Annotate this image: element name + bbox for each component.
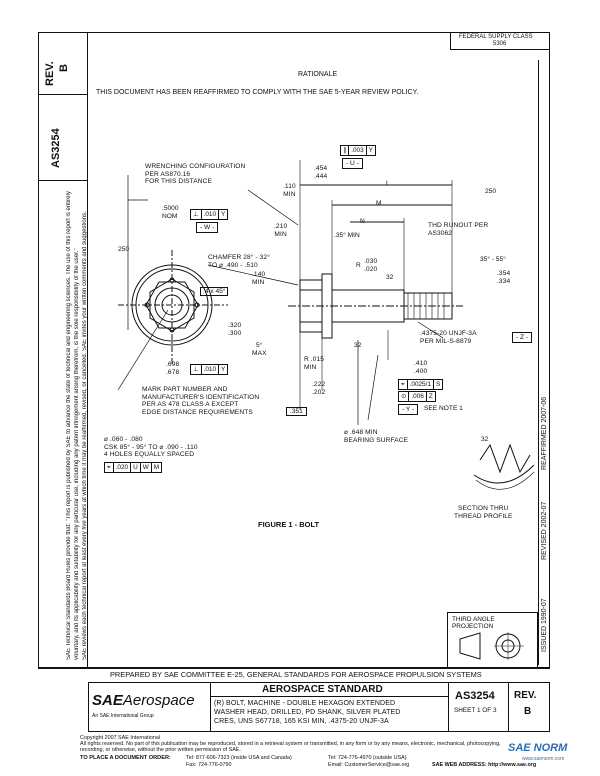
docnum-divider [38,180,88,182]
dim-454: .454.444 [314,165,328,180]
web-address: SAE WEB ADDRESS: http://www.sae.org [432,762,537,768]
dim-320: .320.300 [228,322,242,337]
datum-y: - Y - [398,404,419,415]
left-margin-column [38,32,88,668]
sae-logo: SAEAerospace [92,692,195,709]
title-rev-label: REV. [514,690,537,701]
watermark-url: www.saenorm.com [522,756,565,762]
projection-box: THIRD ANGLE PROJECTION [447,612,538,668]
angle-35-55: 35° - 55° [480,256,506,263]
rev-divider [38,94,88,96]
fax: Fax: 724-776-0790 [186,762,232,768]
dim-m: M [376,200,382,207]
dim-32: 32 [386,274,394,281]
nom-label: NOM [162,213,178,220]
deg-5-max: 5°MAX [252,342,267,357]
email: Email: CustomerService@sae.org [328,762,410,768]
bolt-drawing [117,160,535,490]
r-label: R [356,262,361,269]
chamfer-45: .4 x 45° [200,287,229,296]
datum-w: - W - [196,222,219,233]
dim-l: L [386,180,390,187]
dim-698: .698.678 [166,361,180,376]
dim-410: .410.400 [414,360,428,375]
title-doc-number: AS3254 [455,690,495,702]
watermark-logo: SAE NORM [508,742,568,754]
fsc-value: 5306 [493,41,507,47]
tel-inside: Tel: 877-606-7323 (inside USA and Canada… [186,755,292,761]
section-finish-32: 32 [481,436,489,443]
reaffirmed-date: REAFFIRMED 2007-06 [541,396,548,470]
angle-250-right: 250 [485,188,497,195]
nom-value: .5000 [162,205,179,212]
datum-u: - U - [342,158,363,169]
projection-symbol-icon [459,632,524,660]
title-block [88,682,550,732]
thread-profile-path [479,443,531,474]
chamfer-note: CHAMFER 28° - 32°TO ⌀ .490 - .510 [208,254,270,269]
title-block-top [38,668,550,670]
standard-type: AEROSPACE STANDARD [262,684,383,695]
sheet-number: SHEET 1 OF 3 [454,707,497,714]
drawing-frame [38,32,550,668]
rationale-text: THIS DOCUMENT HAS BEEN REAFFIRMED TO COM… [96,89,419,96]
dim-351: .351 [286,407,307,416]
date-column-line [538,60,540,665]
dim-32b: 32 [354,342,362,349]
document-title: (R) BOLT, MACHINE - DOUBLE HEXAGON EXTEN… [214,700,401,725]
dim-35-min: .35° MIN [334,232,360,239]
dim-030: .030.020 [364,258,378,273]
dim-n: N [360,218,365,225]
rights-line-2: recording, or otherwise, without the pri… [80,747,241,753]
rationale-title: RATIONALE [298,71,338,78]
see-note-1: SEE NOTE 1 [424,405,463,412]
federal-supply-class-box: FEDERAL SUPPLY CLASS 5306 [450,32,550,50]
revised-date: REVISED 2002-07 [541,501,548,560]
dim-354: .354.334 [497,270,511,285]
issued-date: ISSUED 1990-07 [541,598,548,652]
tel-outside: Tel: 724-776-4970 (outside USA) [328,755,407,761]
copyright: Copyright 2007 SAE International [80,735,161,741]
prepared-by: PREPARED BY SAE COMMITTEE E-25, GENERAL … [110,670,482,679]
title-rev-value: B [524,706,532,717]
datum-z: - Z - [512,332,533,343]
dim-222: .222.202 [312,381,326,396]
figure-caption: FIGURE 1 - BOLT [258,520,320,529]
order-label: TO PLACE A DOCUMENT ORDER: [80,755,171,761]
angle-250-left: 250 [118,246,130,253]
rights-line-1: All rights reserved. No part of this pub… [80,741,501,747]
projection-label: THIRD ANGLE PROJECTION [452,616,495,630]
sae-logo-subtitle: An SAE International Group [92,713,154,719]
fsc-label: FEDERAL SUPPLY CLASS [459,34,533,40]
